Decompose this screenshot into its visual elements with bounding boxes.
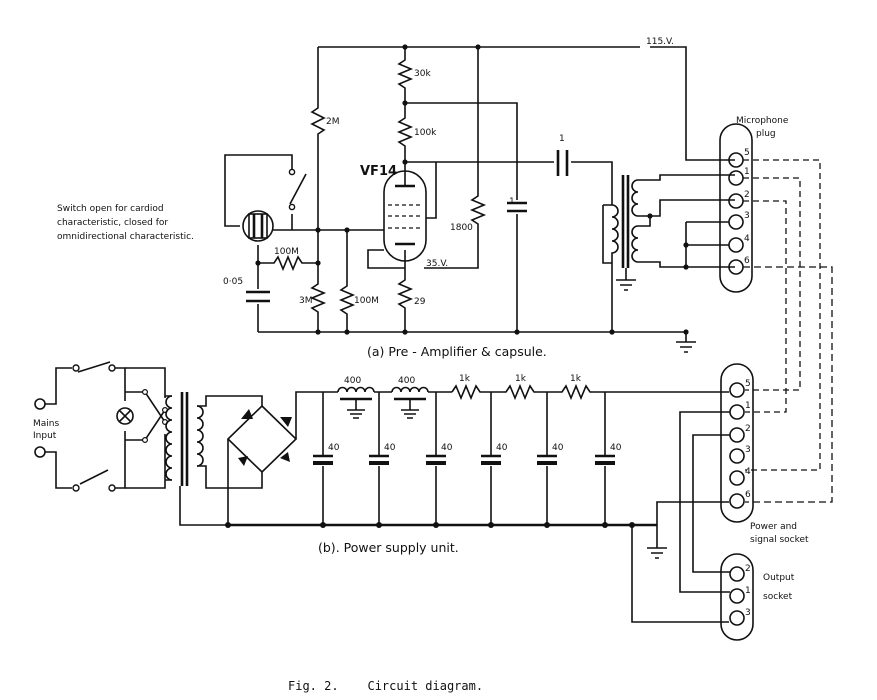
label-c-coupling: 1 [559,134,565,144]
switch-note-line2: characteristic, closed for [57,218,168,228]
label-35v: 35.V. [426,259,448,269]
mains-label-2: Input [33,431,57,441]
figure-caption: Fig. 2. Circuit diagram. [288,679,483,693]
label-c-005: 0·05 [223,277,243,287]
output-pin-2: 2 [745,564,751,574]
power-transformer-icon [165,392,263,526]
label-r-100m-bias: 100M [274,247,299,257]
bridge-rectifier-icon [226,391,323,525]
mic-plug-title-1: Microphone [736,116,789,126]
mic-pin-3: 3 [744,211,750,221]
label-choke-1: 400 [344,376,361,386]
filter-capacitors [313,392,615,525]
label-r-100k: 100k [414,128,437,138]
ground-icon [676,341,696,353]
label-r-1k-1: 1k [459,374,471,384]
label-r-1k-3: 1k [570,374,582,384]
preamp-title: (a) Pre - Amplifier & capsule. [367,344,547,359]
label-r-1k-2: 1k [515,374,527,384]
label-c40-2: 40 [384,443,396,453]
switch-note-line3: omnidirectional characteristic. [57,232,194,242]
label-r-1800: 1800 [450,223,473,233]
mic-pin-5: 5 [744,148,750,158]
label-r-30k: 30k [414,69,431,79]
preamp-section: 115.V. 2M 30k 100k 1 1800 35.V. 1 [57,37,833,503]
psu-title: (b). Power supply unit. [318,540,459,555]
mic-pin-2: 2 [744,190,750,200]
label-vf14: VF14 [360,164,397,179]
label-115v: 115.V. [646,37,674,47]
label-c40-5: 40 [552,443,564,453]
label-r-29: 29 [414,297,426,307]
output-socket-title-1: Output [763,573,795,583]
output-pin-1: 1 [745,586,751,596]
vf14-tube [383,162,437,262]
label-r-3m: 3M [299,296,313,306]
mains-label-1: Mains [33,419,59,429]
label-r-2m: 2M [326,117,340,127]
psu-section: Mains Input [33,361,809,641]
power-socket-title-1: Power and [750,522,797,532]
power-signal-socket [679,363,754,593]
output-transformer-icon [602,174,735,332]
output-socket [720,553,754,641]
label-c40-1: 40 [328,443,340,453]
output-pin-3: 3 [745,608,751,618]
power-pin-6: 6 [745,490,751,500]
power-pin-1: 1 [745,401,751,411]
label-c-decouple: 1 [509,197,515,207]
power-pin-2: 2 [745,424,751,434]
power-socket-title-2: signal socket [750,535,809,545]
mic-pin-6: 6 [744,256,750,266]
label-choke-2: 400 [398,376,415,386]
mic-pin-4: 4 [744,234,750,244]
switch-note-line1: Switch open for cardiod [57,204,164,214]
output-socket-title-2: socket [763,592,793,602]
label-r-100m-grid: 100M [354,296,379,306]
label-c40-6: 40 [610,443,622,453]
power-pin-5: 5 [745,379,751,389]
mic-plug-title-2: plug [756,129,776,139]
power-pin-3: 3 [745,445,751,455]
power-pin-4: 4 [745,467,751,477]
label-c40-4: 40 [496,443,508,453]
indicator-lamp-icon [116,407,134,425]
mic-pin-1: 1 [744,167,750,177]
microphone-capsule-icon [242,210,274,242]
label-c40-3: 40 [441,443,453,453]
